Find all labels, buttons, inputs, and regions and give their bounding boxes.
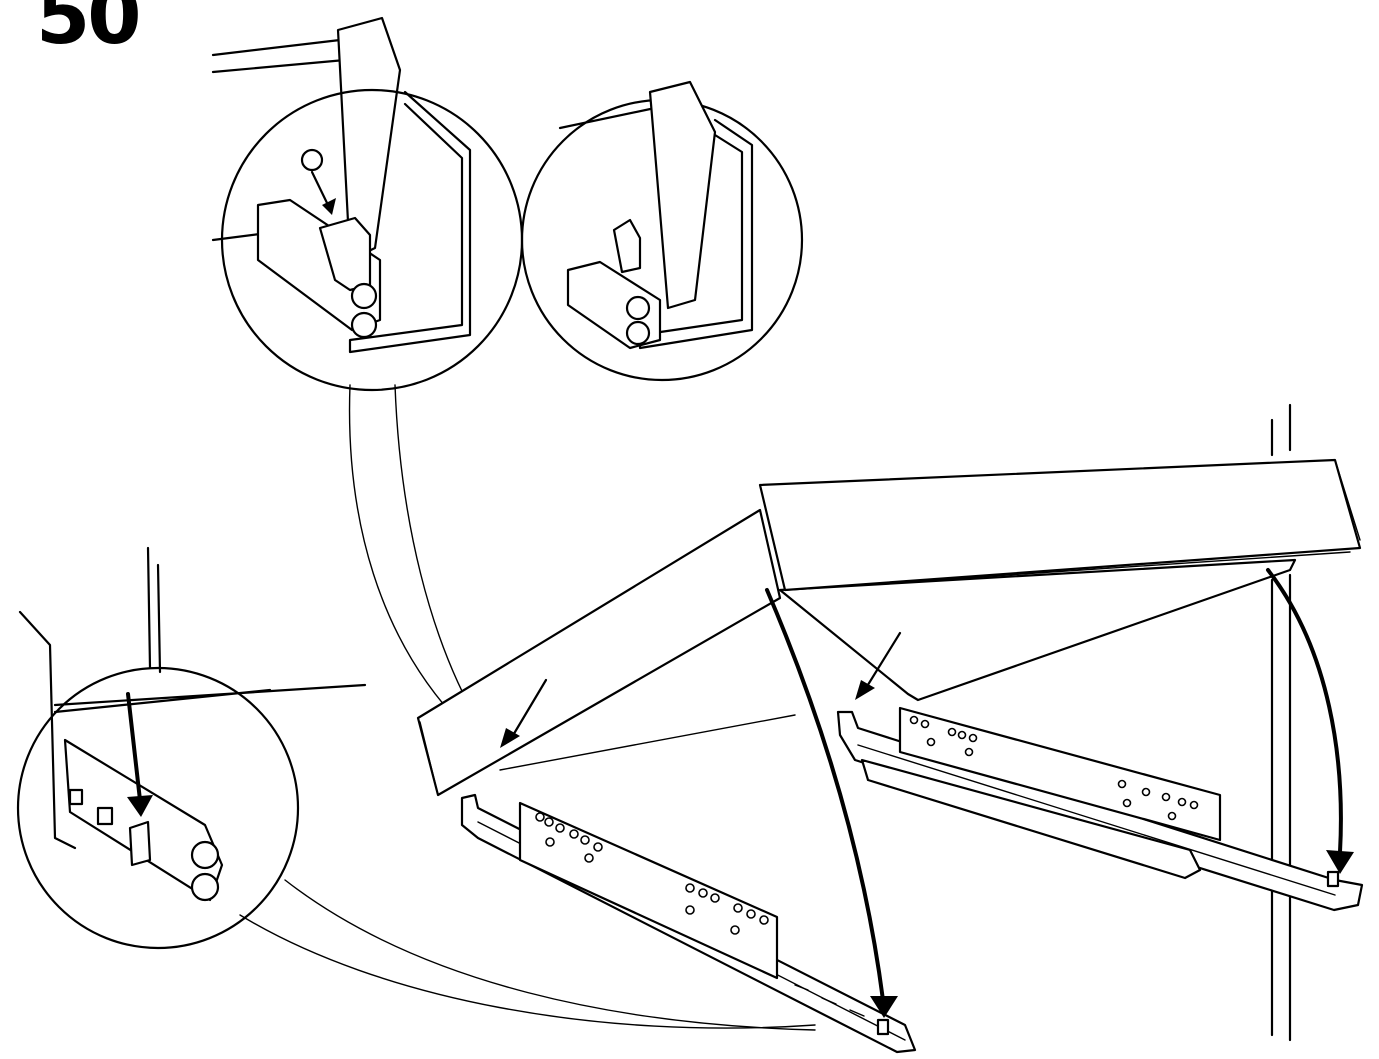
down-arrow-icon <box>127 795 153 817</box>
drawer-right-side-panel <box>778 558 1297 702</box>
right-runner-bracket <box>898 706 1222 842</box>
left-drawer-runner <box>460 793 917 1054</box>
down-arrow-icon <box>500 728 520 748</box>
left-front-arrow-line <box>765 588 885 1002</box>
right-front-arrow-line <box>1266 568 1343 854</box>
fitted-dowel <box>612 218 642 274</box>
drawer-assembly <box>416 458 1362 797</box>
down-arrow-icon <box>1326 850 1354 874</box>
right-drawer-runner <box>836 706 1364 912</box>
left-rear-arrow-line <box>510 678 548 739</box>
left-runner-screw-holes <box>535 812 769 935</box>
drawer-front-panel <box>758 458 1362 592</box>
runner-dowel-pin <box>128 820 152 867</box>
right-runner-screw-holes <box>909 715 1199 821</box>
dowel-hole-icon <box>300 148 324 172</box>
down-arrow-icon <box>870 996 898 1018</box>
down-arrow-icon <box>322 198 336 215</box>
detail-callout-3 <box>16 546 367 950</box>
callout-leader-lines <box>239 384 816 1031</box>
cabinet-side-post <box>1270 403 1292 1042</box>
left-runner-bracket <box>518 801 779 980</box>
right-rear-arrow-line <box>864 631 902 690</box>
placement-arrows <box>500 568 1354 1018</box>
detail-callout-2 <box>520 80 804 382</box>
step-number: 50 <box>36 0 142 62</box>
down-arrow-icon <box>855 680 875 700</box>
detail-callout-1 <box>211 16 524 392</box>
